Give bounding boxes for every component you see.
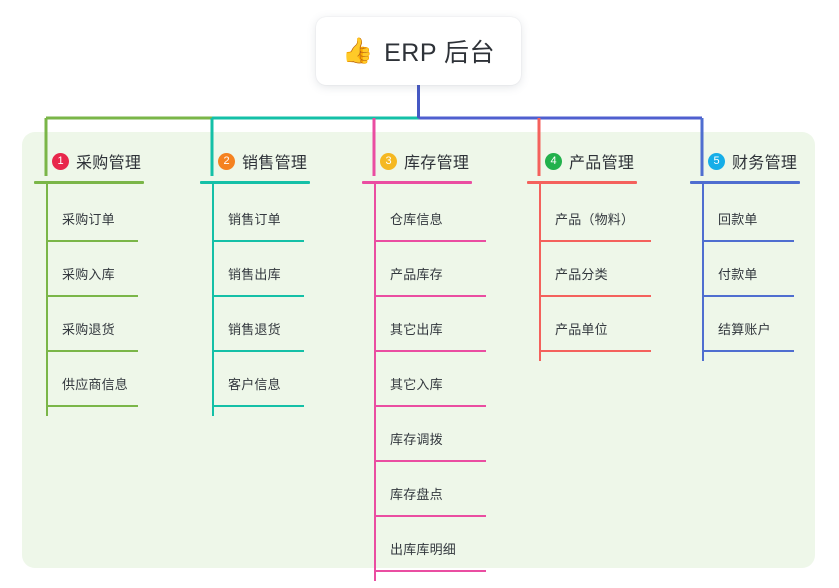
branch-item-underline [212, 240, 304, 242]
branch-column-4: 4 产品管理产品（物料） 产品分类产品单位 [527, 148, 651, 361]
branch-item-underline [539, 240, 651, 242]
branch-item-underline [46, 295, 138, 297]
branch-title-3: 库存管理 [404, 155, 470, 172]
branch-title-1: 采购管理 [76, 155, 142, 172]
branch-header-2[interactable]: 2 销售管理 [200, 148, 307, 174]
branch-item[interactable]: 采购入库 [46, 251, 138, 297]
branch-spine-2 [212, 184, 214, 416]
branch-item-label: 出库库明细 [390, 542, 457, 557]
branch-underline-1 [34, 181, 144, 184]
branch-item[interactable]: 其它入库 [374, 361, 486, 407]
branch-item[interactable]: 销售出库 [212, 251, 304, 297]
branch-item-underline [539, 350, 651, 352]
branch-item[interactable]: 库存调拨 [374, 416, 486, 462]
branch-badge-1: 1 [52, 152, 69, 170]
branch-title-2: 销售管理 [242, 155, 308, 172]
branch-underline-3 [362, 181, 472, 184]
branch-item-underline [212, 405, 304, 407]
branch-item-label: 库存调拨 [390, 432, 443, 447]
branch-title-4: 产品管理 [569, 155, 635, 172]
branch-item-label: 销售出库 [228, 267, 281, 282]
branch-item[interactable]: 采购订单 [46, 196, 138, 242]
branch-item-label: 采购入库 [62, 267, 115, 282]
branch-item-underline [374, 515, 486, 517]
branch-column-2: 2 销售管理销售订单销售出库销售退货客户信息 [200, 148, 310, 416]
branch-item-label: 销售订单 [228, 212, 281, 227]
branch-column-3: 3 库存管理仓库信息产品库存其它出库其它入库库存调拨库存盘点出库库明细 [362, 148, 486, 581]
branch-item[interactable]: 客户信息 [212, 361, 304, 407]
branch-item[interactable]: 付款单 [702, 251, 794, 297]
branch-item-label: 产品分类 [555, 267, 608, 282]
branch-item[interactable]: 出库库明细 [374, 526, 486, 572]
branch-spine-1 [46, 184, 48, 416]
branch-item[interactable]: 其它出库 [374, 306, 486, 352]
branch-spine-5 [702, 184, 704, 361]
branch-title-5: 财务管理 [732, 155, 798, 172]
branch-item-underline [702, 240, 794, 242]
branch-item-label: 库存盘点 [390, 487, 443, 502]
branch-item-underline [702, 350, 794, 352]
branch-item-label: 产品库存 [390, 267, 443, 282]
branch-item-underline [46, 240, 138, 242]
root-node[interactable]: 👍 ERP 后台 [316, 17, 521, 85]
branch-item-underline [374, 240, 486, 242]
branch-item[interactable]: 产品分类 [539, 251, 651, 297]
branch-item-label: 销售退货 [228, 322, 281, 337]
branch-item-label: 其它出库 [390, 322, 443, 337]
branch-header-4[interactable]: 4 产品管理 [527, 148, 634, 174]
branch-item[interactable]: 采购退货 [46, 306, 138, 352]
branch-underline-4 [527, 181, 637, 184]
branch-item[interactable]: 产品单位 [539, 306, 651, 352]
branch-badge-3: 3 [380, 152, 397, 170]
branch-item[interactable]: 库存盘点 [374, 471, 486, 517]
branch-item-underline [702, 295, 794, 297]
branch-item-label: 结算账户 [718, 322, 771, 337]
branch-item-label: 供应商信息 [62, 377, 129, 392]
branch-item[interactable]: 仓库信息 [374, 196, 486, 242]
branch-column-1: 1 采购管理采购订单采购入库采购退货供应商信息 [34, 148, 144, 416]
branch-badge-2: 2 [218, 152, 235, 170]
branch-item[interactable]: 产品（物料） [539, 196, 651, 242]
branch-underline-2 [200, 181, 310, 184]
branch-header-3[interactable]: 3 库存管理 [362, 148, 469, 174]
branch-badge-5: 5 [708, 152, 725, 170]
branch-item-label: 付款单 [718, 267, 758, 282]
branch-item-label: 采购退货 [62, 322, 115, 337]
branch-spine-3 [374, 184, 376, 581]
branch-item[interactable]: 销售订单 [212, 196, 304, 242]
branch-item[interactable]: 销售退货 [212, 306, 304, 352]
branch-item-underline [539, 295, 651, 297]
branch-header-5[interactable]: 5 财务管理 [690, 148, 797, 174]
branch-item-label: 产品单位 [555, 322, 608, 337]
branch-item-underline [374, 405, 486, 407]
branch-item-label: 客户信息 [228, 377, 281, 392]
branch-item-underline [374, 460, 486, 462]
branch-item-underline [212, 350, 304, 352]
branch-item[interactable]: 产品库存 [374, 251, 486, 297]
branch-item-underline [46, 350, 138, 352]
branch-item-underline [374, 295, 486, 297]
branch-item-underline [374, 350, 486, 352]
root-title: ERP 后台 [384, 39, 496, 67]
branch-item-label: 其它入库 [390, 377, 443, 392]
branch-item-label: 产品（物料） [555, 212, 635, 227]
branch-spine-4 [539, 184, 541, 361]
branch-item-label: 仓库信息 [390, 212, 443, 227]
branch-item-label: 采购订单 [62, 212, 115, 227]
branch-item[interactable]: 结算账户 [702, 306, 794, 352]
branch-item[interactable]: 供应商信息 [46, 361, 138, 407]
branch-item-underline [212, 295, 304, 297]
branch-item[interactable]: 回款单 [702, 196, 794, 242]
branch-item-label: 回款单 [718, 212, 758, 227]
branch-badge-4: 4 [545, 152, 562, 170]
branch-header-1[interactable]: 1 采购管理 [34, 148, 141, 174]
thumbs-up-icon: 👍 [341, 36, 374, 65]
branch-column-5: 5 财务管理回款单付款单结算账户 [690, 148, 800, 361]
branch-item-underline [374, 570, 486, 572]
branch-underline-5 [690, 181, 800, 184]
branch-item-underline [46, 405, 138, 407]
